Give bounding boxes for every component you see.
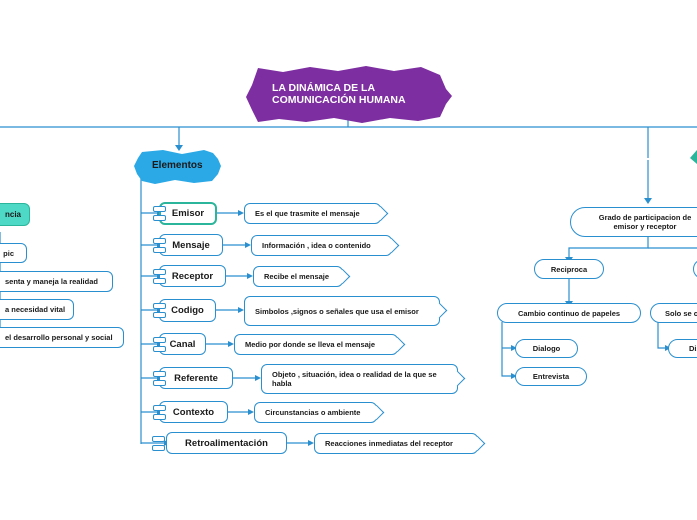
node-referente[interactable]: Referente [159, 367, 233, 389]
node-tab [153, 414, 166, 420]
left-heading-node[interactable]: ncia [0, 203, 30, 226]
left-item-3[interactable]: a necesidad vital [0, 299, 74, 320]
node-tab [153, 312, 166, 318]
elementos-burst-shape [134, 150, 221, 184]
def-canal[interactable]: Medio por donde se lleva el mensaje [234, 334, 406, 355]
left-item-4[interactable]: el desarrollo personal y social [0, 327, 124, 348]
node-grado-participacion[interactable]: Grado de participacion de emisor y recep… [570, 207, 697, 237]
entrevista-text: Entrevista [532, 372, 570, 381]
dialogo-text: Dialogo [532, 344, 561, 353]
title-burst-shape [246, 66, 452, 123]
node-codigo[interactable]: Codigo [159, 299, 216, 322]
def-mensaje[interactable]: Información , idea o contenido [251, 235, 400, 256]
node-dialogo[interactable]: Dialogo [515, 339, 578, 358]
node-tab [153, 278, 166, 284]
reciproca-text: Reciproca [550, 264, 588, 274]
left-item-1-text: pic [3, 248, 14, 258]
node-tab [153, 405, 166, 411]
node-tab [152, 436, 165, 442]
node-tab [153, 206, 166, 212]
node-tab [153, 238, 166, 244]
node-tab [153, 247, 166, 253]
node-tab [153, 346, 166, 352]
left-item-1[interactable]: pic [0, 243, 27, 263]
node-entrevista[interactable]: Entrevista [515, 367, 587, 386]
right-burst-shape [690, 150, 697, 164]
node-mensaje[interactable]: Mensaje [159, 234, 223, 256]
solo-text: Solo se c [665, 308, 697, 318]
node-tab [153, 215, 166, 221]
elementos-label: Elementos [152, 160, 203, 171]
node-tab [153, 269, 166, 275]
node-disc[interactable]: Disc [668, 339, 697, 358]
node-emisor[interactable]: Emisor [159, 202, 217, 225]
node-contexto[interactable]: Contexto [159, 401, 228, 423]
node-solo-se[interactable]: Solo se c [650, 303, 697, 323]
node-retroalimentacion[interactable]: Retroalimentación [166, 432, 287, 454]
def-codigo[interactable]: Simbolos ,signos o señales que usa el em… [244, 296, 448, 326]
def-receptor-text: Recibe el mensaje [264, 272, 330, 281]
node-tab [153, 371, 166, 377]
node-receptor[interactable]: Receptor [159, 265, 226, 287]
left-item-3-text: a necesidad vital [5, 305, 66, 314]
def-contexto-text: Circunstancias o ambiente [265, 408, 361, 417]
main-title: LA DINÁMICA DE LA COMUNICACIÓN HUMANA [272, 82, 442, 106]
main-title-line-2: COMUNICACIÓN HUMANA [272, 94, 406, 106]
grado-text: Grado de participacion de emisor y recep… [598, 213, 692, 231]
node-tab [153, 380, 166, 386]
node-reciproca[interactable]: Reciproca [534, 259, 604, 279]
node-tab [153, 303, 166, 309]
main-title-line-1: LA DINÁMICA DE LA [272, 82, 376, 94]
def-referente[interactable]: Objeto , situación, idea o realidad de l… [261, 364, 466, 394]
node-cambio-continuo[interactable]: Cambio continuo de papeles [497, 303, 641, 323]
node-tab [153, 337, 166, 343]
def-canal-text: Medio por donde se lleva el mensaje [245, 340, 376, 349]
def-mensaje-text: Información , idea o contenido [262, 241, 371, 250]
left-item-2-text: senta y maneja la realidad [5, 277, 98, 286]
def-retroalimentacion[interactable]: Reacciones inmediatas del receptor [314, 433, 486, 454]
def-retroalimentacion-text: Reacciones inmediatas del receptor [325, 439, 453, 448]
def-receptor[interactable]: Recibe el mensaje [253, 266, 351, 287]
left-heading-text: ncia [4, 210, 21, 219]
def-referente-text: Objeto , situación, idea o realidad de l… [272, 370, 437, 388]
node-tab [152, 445, 165, 451]
node-canal[interactable]: Canal [159, 333, 206, 355]
cambio-text: Cambio continuo de papeles [517, 308, 621, 318]
def-emisor-text: Es el que trasmite el mensaje [255, 209, 360, 218]
disc-text: Disc [689, 344, 697, 353]
left-item-2[interactable]: senta y maneja la realidad [0, 271, 113, 292]
def-contexto[interactable]: Circunstancias o ambiente [254, 402, 385, 423]
def-emisor[interactable]: Es el que trasmite el mensaje [244, 203, 389, 224]
left-item-4-text: el desarrollo personal y social [5, 333, 113, 342]
def-codigo-text: Simbolos ,signos o señales que usa el em… [255, 306, 419, 316]
